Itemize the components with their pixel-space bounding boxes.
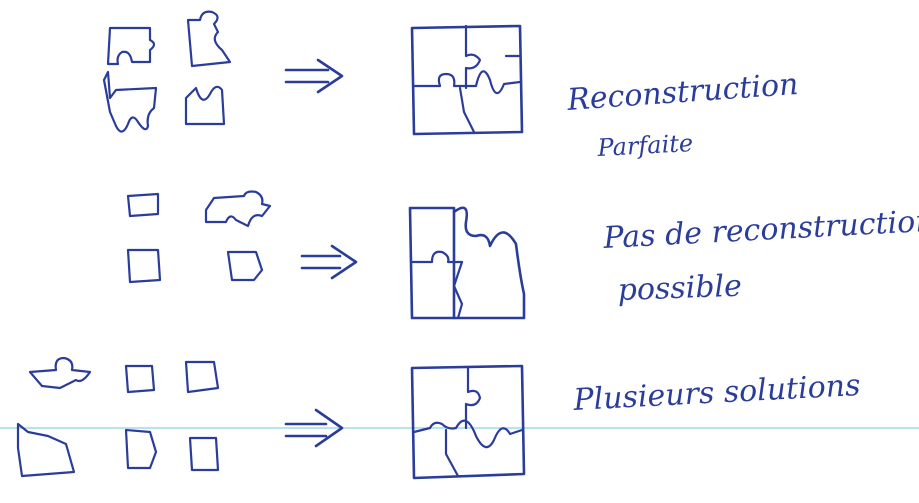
row-1-label-line-2: Parfaite xyxy=(596,129,694,162)
double-arrow-icon xyxy=(300,244,358,280)
row-2: Pas de reconstruction possible xyxy=(126,190,919,320)
piece-square-a xyxy=(126,192,160,218)
row-2-label-line-2: possible xyxy=(617,269,742,308)
double-arrow-icon xyxy=(284,408,344,448)
row-3-label: Plusieurs solutions xyxy=(572,368,862,418)
row-1-label-line-1: Reconstruction xyxy=(565,67,799,118)
row-3-pieces xyxy=(16,356,220,478)
row-1: Reconstruction Parfaite xyxy=(102,10,799,162)
piece-bottom-left xyxy=(102,70,158,133)
row-2-pieces xyxy=(126,190,272,284)
piece-square-e xyxy=(184,360,220,394)
piece-square-c xyxy=(226,250,264,282)
piece-large xyxy=(16,422,76,478)
piece-bottom-right xyxy=(184,85,226,126)
piece-square-d xyxy=(124,364,156,394)
row-3-assembled-puzzle xyxy=(410,364,526,480)
double-arrow-icon xyxy=(284,58,344,94)
row-2-label-line-1: Pas de reconstruction xyxy=(602,204,919,256)
row-2-assembled-puzzle xyxy=(408,206,526,320)
row-3: Plusieurs solutions xyxy=(16,356,862,480)
row-1-assembled-puzzle xyxy=(410,24,524,136)
piece-square-g xyxy=(188,436,220,472)
piece-wide-tab xyxy=(28,356,92,390)
piece-tab xyxy=(204,190,272,228)
piece-square-f xyxy=(124,428,158,470)
row-1-pieces xyxy=(102,10,232,133)
piece-square-b xyxy=(126,248,162,284)
piece-top-right xyxy=(186,10,232,68)
piece-top-left xyxy=(106,26,156,66)
